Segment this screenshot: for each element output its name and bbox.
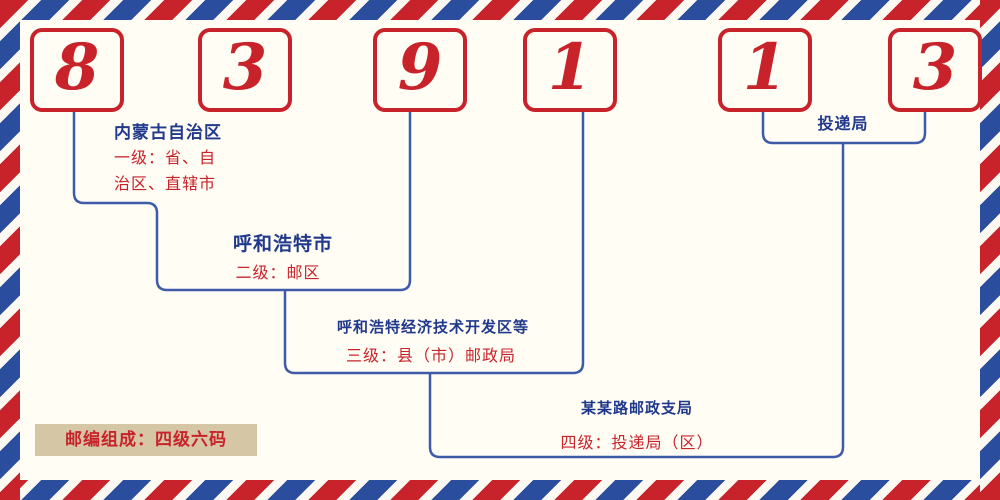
digit-6: 3 (912, 30, 958, 105)
delivery-office-label: 投递局 (817, 114, 869, 133)
digit-5: 1 (742, 30, 788, 105)
envelope-border-left (0, 0, 20, 500)
digit-box-6: 3 (888, 28, 982, 112)
digit-box-2: 3 (198, 28, 292, 112)
composition-badge: 邮编组成：四级六码 (35, 424, 257, 456)
digit-2: 3 (222, 30, 268, 105)
level2-place: 呼和浩特市 (232, 233, 334, 255)
level3-desc: 三级：县（市）邮政局 (345, 346, 517, 365)
level1-place: 内蒙古自治区 (114, 123, 222, 143)
digit-3: 9 (397, 30, 443, 105)
envelope-border-bottom (0, 480, 1000, 500)
digit-4: 1 (547, 30, 593, 105)
digit-box-4: 1 (523, 28, 617, 112)
envelope-border-top (0, 0, 1000, 20)
level3-place: 呼和浩特经济技术开发区等 (336, 318, 530, 336)
digit-box-5: 1 (718, 28, 812, 112)
level1-desc-line2: 治区、直辖市 (113, 174, 217, 193)
digit-1: 8 (54, 30, 100, 105)
envelope-border-right (980, 0, 1000, 500)
digit-box-3: 9 (373, 28, 467, 112)
level4-place: 某某路邮政支局 (580, 399, 694, 417)
level1-desc-line1: 一级：省、自 (113, 148, 217, 167)
digit-box-1: 8 (30, 28, 124, 112)
level2-desc: 二级：邮区 (235, 263, 321, 282)
level1-desc: 一级：省、自 治区、直辖市 (114, 145, 216, 197)
level4-desc: 四级：投递局（区） (560, 433, 714, 452)
